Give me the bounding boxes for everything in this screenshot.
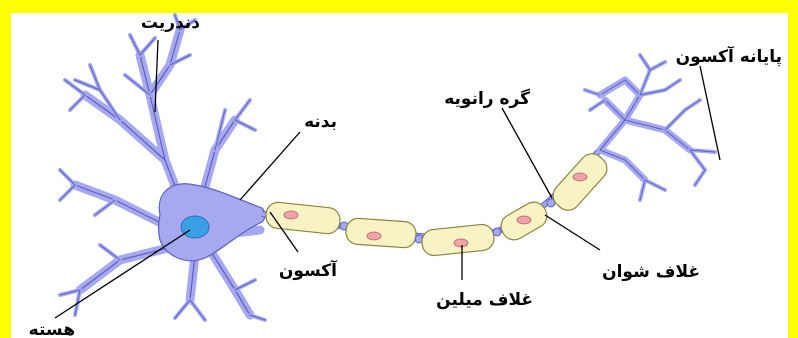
schwann-cell-nucleus (284, 211, 298, 219)
axon (262, 149, 612, 257)
schwann-cell-nucleus (367, 232, 381, 240)
myelin-segment (548, 149, 612, 215)
nucleus-shape (181, 216, 209, 238)
label-myelin-sheath: غلاف میلین (436, 290, 533, 310)
cell-body (159, 184, 266, 261)
myelin-segment (265, 201, 341, 235)
label-schwann-sheath: غلاف شوان (602, 262, 700, 282)
label-node-of-ranvier: گره رانویه (444, 88, 530, 109)
label-dendrite: دندریت (141, 13, 200, 33)
neuron-cell (60, 15, 265, 320)
axon-terminal (585, 55, 715, 200)
schwann-cell-nucleus (573, 173, 587, 181)
label-cell-body: بدنه (304, 112, 337, 132)
label-axon: آکسون (279, 259, 338, 281)
myelin-segment (345, 218, 417, 249)
schwann-cell-nucleus (454, 239, 468, 247)
label-nucleus: هسته (29, 320, 75, 338)
schwann-cell-nucleus (517, 216, 531, 224)
label-axon-terminal: پایانه آکسون (676, 45, 782, 67)
node-of-ranvier (493, 228, 501, 236)
